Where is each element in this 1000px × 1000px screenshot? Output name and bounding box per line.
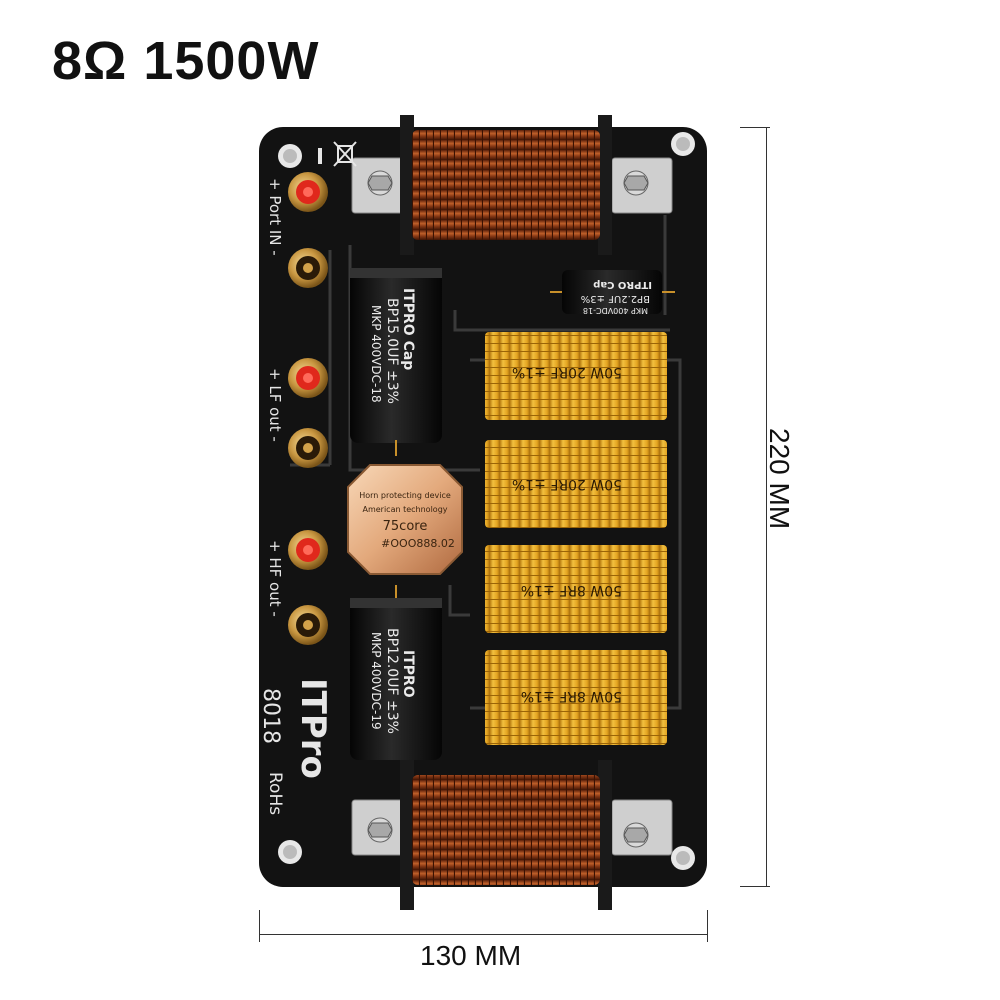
horn-protector: Horn protecting device American technolo… <box>347 464 463 575</box>
lf-out-positive-terminal <box>288 358 328 398</box>
svg-text:75core: 75core <box>383 519 428 534</box>
rohs-label: RoHs <box>265 772 285 815</box>
svg-text:ITPRO: ITPRO <box>400 650 416 698</box>
lf-out-negative-terminal <box>288 428 328 468</box>
resistor-1: 50W 20RF ±1% <box>485 332 667 420</box>
weee-symbol-icon <box>333 141 357 167</box>
bottom-inductor-coil <box>351 760 673 910</box>
height-dimension-line <box>766 127 767 887</box>
svg-text:MKP 400VDC-18: MKP 400VDC-18 <box>583 306 648 315</box>
svg-text:ITPRO Cap: ITPRO Cap <box>400 288 416 370</box>
svg-text:BP15.0UF ±3%: BP15.0UF ±3% <box>384 298 400 404</box>
lf-out-label: + LF out - <box>266 368 284 442</box>
port-in-label: + Port IN - <box>266 178 284 256</box>
height-dimension-top-tick <box>740 127 770 128</box>
svg-text:#OOO888.02: #OOO888.02 <box>381 537 455 550</box>
minus-marking <box>318 148 322 164</box>
width-dimension-line <box>259 934 707 935</box>
svg-text:Horn protecting device: Horn protecting device <box>359 491 451 500</box>
resistor-3: 50W 8RF ±1% <box>485 545 667 633</box>
capacitor-15uf: ITPRO Cap BP15.0UF ±3% MKP 400VDC-18 <box>350 268 442 456</box>
port-in-negative-terminal <box>288 248 328 288</box>
svg-text:MKP 400VDC-19: MKP 400VDC-19 <box>369 632 383 730</box>
svg-text:MKP 400VDC-18: MKP 400VDC-18 <box>369 305 383 403</box>
svg-text:50W 8RF ±1%: 50W 8RF ±1% <box>521 582 622 598</box>
terminals <box>288 172 328 645</box>
resistor-4: 50W 8RF ±1% <box>485 650 667 745</box>
svg-text:BP2.2UF ±3%: BP2.2UF ±3% <box>581 293 650 304</box>
capacitor-12uf: ITPRO BP12.0UF ±3% MKP 400VDC-19 <box>350 585 442 760</box>
svg-text:50W 20RF ±1%: 50W 20RF ±1% <box>512 476 622 492</box>
product-title: 8Ω 1500W <box>52 31 320 91</box>
resistor-2: 50W 20RF ±1% <box>485 440 667 528</box>
svg-text:American technology: American technology <box>362 505 447 514</box>
board-side-labels: + Port IN - + LF out - + HF out - 8018 R… <box>258 178 333 815</box>
svg-text:BP12.0UF ±3%: BP12.0UF ±3% <box>384 628 400 734</box>
capacitor-2-2uf: ITPRO Cap BP2.2UF ±3% MKP 400VDC-18 <box>550 270 675 315</box>
width-dimension-right-tick <box>707 910 708 942</box>
hf-out-label: + HF out - <box>266 540 284 617</box>
port-in-positive-terminal <box>288 172 328 212</box>
hf-out-positive-terminal <box>288 530 328 570</box>
model-number-label: 8018 <box>258 688 283 744</box>
svg-text:ITPRO Cap: ITPRO Cap <box>593 279 652 290</box>
brand-logo: ITPro <box>293 678 333 779</box>
height-dimension-bottom-tick <box>740 886 770 887</box>
width-dimension-label: 130 MM <box>420 940 522 971</box>
svg-text:50W 20RF ±1%: 50W 20RF ±1% <box>512 364 622 380</box>
top-inductor-coil <box>351 115 673 255</box>
svg-text:50W 8RF ±1%: 50W 8RF ±1% <box>521 688 622 704</box>
mounting-holes <box>278 132 695 870</box>
hf-out-negative-terminal <box>288 605 328 645</box>
width-dimension-left-tick <box>259 910 260 942</box>
